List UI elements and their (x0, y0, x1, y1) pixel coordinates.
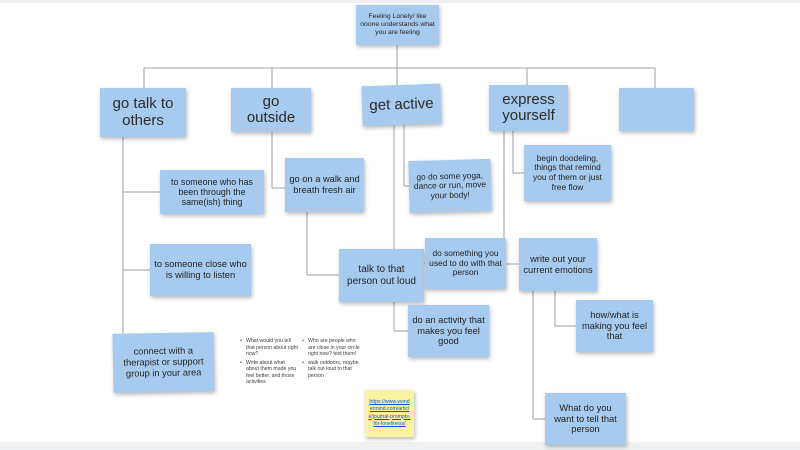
sticky-note-begin-doodling[interactable]: begin doodeling, things that remind you … (524, 145, 611, 201)
sticky-note-write-out-emotions[interactable]: write out your current emotions (519, 238, 597, 291)
bullet-item: walk outdoors, maybe talk out loud to th… (302, 360, 362, 380)
sticky-note-activity-feel-good[interactable]: do an activity that makes you feel good (408, 305, 489, 357)
sticky-note-what-to-tell[interactable]: What do you want to tell that person (545, 393, 626, 445)
sticky-note-talk-out-loud[interactable]: talk to that person out loud (339, 249, 424, 302)
bullet-note-journal-prompts-2[interactable]: Who are people who are close in your cir… (302, 338, 362, 381)
sticky-note-root[interactable]: Feeling Lonely/ like noone understands w… (356, 5, 439, 45)
sticky-note-used-to-do[interactable]: do something you used to do with that pe… (425, 238, 506, 289)
sticky-note-walk-fresh-air[interactable]: go on a walk and breath fresh air (285, 158, 364, 212)
bullet-note-journal-prompts-1[interactable]: What would you tell that person about ri… (240, 338, 298, 388)
bullet-item: Write about what about them made you fee… (240, 360, 298, 386)
bullet-item: Who are people who are close in your cir… (302, 338, 362, 358)
sticky-note-express-yourself[interactable]: express yourself (489, 85, 568, 131)
window-edge-bottom (0, 442, 800, 450)
sticky-note-go-outside[interactable]: go outside (231, 88, 311, 132)
journal-prompts-link[interactable]: https://www.wondermind.com/article/journ… (368, 399, 411, 427)
sticky-note-get-active[interactable]: get active (361, 83, 442, 127)
sticky-note-link[interactable]: https://www.wondermind.com/article/journ… (365, 390, 414, 437)
sticky-note-yoga-dance-run[interactable]: go do some yoga, dance or run, move your… (408, 158, 492, 214)
sticky-note-therapist-support-group[interactable]: connect with a therapist or support grou… (112, 332, 215, 393)
sticky-note-willing-to-listen[interactable]: to someone close who is willing to liste… (150, 244, 251, 296)
sticky-note-empty[interactable] (619, 88, 694, 131)
sticky-note-go-talk-to-others[interactable]: go talk to others (100, 88, 186, 137)
sticky-note-same-ish-thing[interactable]: to someone who has been through the same… (160, 170, 264, 214)
sticky-note-how-what-feel[interactable]: how/what is making you feel that (576, 300, 653, 352)
bullet-item: What would you tell that person about ri… (240, 338, 298, 358)
window-edge-top (0, 0, 800, 3)
